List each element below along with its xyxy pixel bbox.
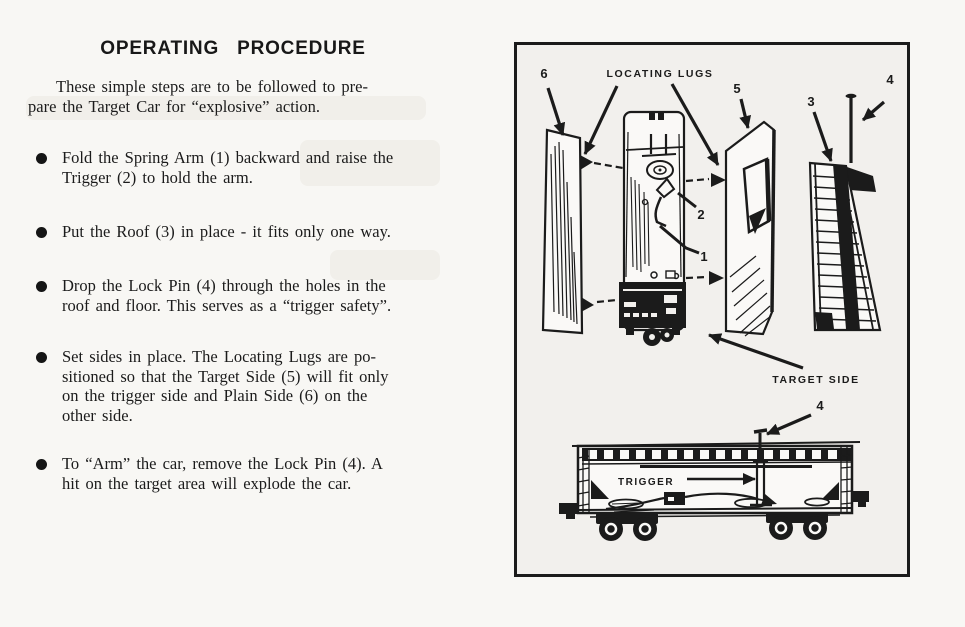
coupler xyxy=(852,491,869,502)
car-end-ladder xyxy=(840,446,853,512)
arrow-part-6 xyxy=(546,87,566,136)
spring-arm-side-view xyxy=(605,496,665,511)
step-item-3: Drop the Lock Pin (4) through the holes … xyxy=(36,276,440,315)
roof-part xyxy=(808,161,882,332)
alignment-dashes xyxy=(593,161,710,304)
part-label-2: 2 xyxy=(697,207,704,222)
part-label-4-bottom: 4 xyxy=(816,398,824,413)
part-label-1: 1 xyxy=(700,249,707,264)
step-item-4: Set sides in place. The Locating Lugs ar… xyxy=(36,347,440,425)
label-target-side: TARGET SIDE xyxy=(772,374,859,386)
bullet-dot xyxy=(36,352,47,363)
target-side-panel xyxy=(709,120,776,337)
assembled-car xyxy=(559,428,869,541)
part-label-5: 5 xyxy=(733,81,740,96)
lock-pin xyxy=(845,93,857,163)
trigger-part xyxy=(655,177,676,199)
label-locating-lugs: LOCATING LUGS xyxy=(607,68,714,80)
step-text-2: Put the Roof (3) in place - it fits only… xyxy=(62,222,391,241)
arrow-part-3 xyxy=(812,111,833,162)
part-label-3: 3 xyxy=(807,94,814,109)
spring-arm-part xyxy=(654,196,667,228)
pointer-line-2 xyxy=(677,191,697,209)
bullet-dot xyxy=(36,227,47,238)
bullet-dot xyxy=(36,459,47,470)
locating-lug xyxy=(711,173,726,187)
arrow-locating-lug-right xyxy=(670,83,720,166)
step-item-1: Fold the Spring Arm (1) backward and rai… xyxy=(36,148,440,187)
intro-paragraph: These simple steps are to be followed to… xyxy=(28,77,368,116)
locating-lug xyxy=(580,155,593,170)
bullet-dot xyxy=(36,281,47,292)
bullet-dot xyxy=(36,153,47,164)
coupler xyxy=(559,503,578,514)
step-item-5: To “Arm” the car, remove the Lock Pin (4… xyxy=(36,454,440,493)
arrow-part-5 xyxy=(739,98,752,129)
arrow-locating-lug-left xyxy=(583,85,619,155)
locating-lug xyxy=(709,271,724,285)
car-frame-top-view xyxy=(619,110,686,346)
instruction-diagram: LOCATING LUGS 6 5 3 4 2 1 TARGET SIDE 4 … xyxy=(514,42,910,577)
arrow-part-4-top xyxy=(861,100,886,122)
page-title: OPERATING PROCEDURE xyxy=(100,38,366,59)
part-label-6: 6 xyxy=(540,66,547,81)
lock-pin-installed xyxy=(753,428,768,460)
car-end-ladder xyxy=(577,448,590,512)
step-text-3: Drop the Lock Pin (4) through the holes … xyxy=(62,276,392,315)
plain-side-panel xyxy=(541,128,594,335)
trigger-plate xyxy=(750,460,777,507)
arrow-part-4-bottom xyxy=(766,413,812,436)
step-text-5: To “Arm” the car, remove the Lock Pin (4… xyxy=(62,454,383,493)
pointer-line-1 xyxy=(659,224,700,255)
step-text-1: Fold the Spring Arm (1) backward and rai… xyxy=(62,148,394,187)
step-text-4: Set sides in place. The Locating Lugs ar… xyxy=(62,347,389,425)
arrow-target-side xyxy=(708,333,804,370)
locating-lug xyxy=(581,297,594,312)
part-label-4-top: 4 xyxy=(886,72,894,87)
label-trigger: TRIGGER xyxy=(618,477,674,488)
step-item-2: Put the Roof (3) in place - it fits only… xyxy=(36,222,440,242)
